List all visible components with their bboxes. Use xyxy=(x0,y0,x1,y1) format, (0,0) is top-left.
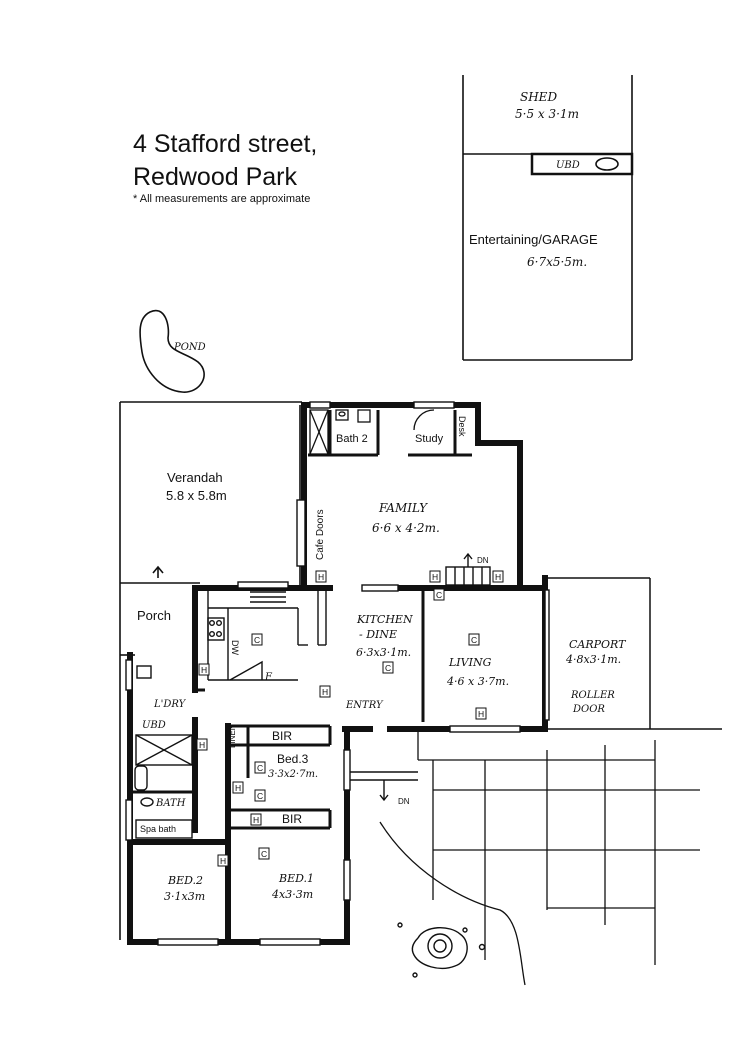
verandah-label: Verandah xyxy=(167,470,223,485)
cupboard-c6: C xyxy=(257,791,263,801)
heater-h5: H xyxy=(322,687,328,697)
study-label: Study xyxy=(415,433,444,445)
family-size: 6·6 x 4·2m. xyxy=(372,521,440,535)
door-label: DOOR xyxy=(572,704,605,715)
heater-h4: H xyxy=(201,665,207,675)
ubd-top-label: UBD xyxy=(556,160,580,171)
porch-label: Porch xyxy=(137,608,171,623)
garage-label: Entertaining/GARAGE xyxy=(469,232,598,247)
bath2-label: Bath 2 xyxy=(336,433,368,445)
living-size: 4·6 x 3·7m. xyxy=(446,675,509,688)
shed-garage-outline xyxy=(462,75,634,361)
entry-label: ENTRY xyxy=(345,700,384,711)
laundry-label: L'DRY xyxy=(153,699,187,710)
pond-label: POND xyxy=(173,342,206,353)
kitchen-label: KITCHEN xyxy=(356,613,413,626)
cafe-doors-label: Cafe Doors xyxy=(315,509,326,560)
linen-label: LINEN xyxy=(228,724,237,748)
dishwasher-label: DW xyxy=(230,640,240,655)
kitchen-bench xyxy=(207,590,327,681)
ubd-mid-label: UBD xyxy=(142,720,166,731)
bath-label: BATH xyxy=(155,798,186,809)
driveway-paving xyxy=(379,730,700,986)
shed-size: 5·5 x 3·1m xyxy=(515,107,579,121)
cupboard-c4: C xyxy=(385,663,391,673)
garden-shrub xyxy=(397,922,486,978)
fridge-label: F xyxy=(264,672,273,683)
heater-h8: H xyxy=(253,815,259,825)
interior-walls xyxy=(130,410,472,830)
bed3-size: 3·3x2·7m. xyxy=(268,769,318,780)
bed2-size: 3·1x3m xyxy=(164,890,205,903)
cupboard-c1: C xyxy=(436,590,442,600)
cupboard-c3: C xyxy=(471,635,477,645)
spa-bath-label: Spa bath xyxy=(140,824,176,834)
dn-top-label: DN xyxy=(477,556,489,565)
bath2-fixtures xyxy=(309,409,435,455)
cupboard-symbols xyxy=(251,633,480,860)
shed-label: SHED xyxy=(520,90,557,104)
heater-h9: H xyxy=(220,856,226,866)
heater-h10: H xyxy=(235,783,241,793)
laundry-fixtures xyxy=(134,665,193,839)
bed1-label: BED.1 xyxy=(278,872,314,885)
kitchen-size: 6·3x3·1m. xyxy=(356,646,411,659)
address-line-2: Redwood Park xyxy=(133,163,297,191)
cupboard-c7: C xyxy=(261,849,267,859)
bir1-label: BIR xyxy=(272,729,292,743)
stairs xyxy=(350,552,491,802)
cupboard-c2: C xyxy=(254,635,260,645)
heater-h6: H xyxy=(478,709,484,719)
dn-bottom-label: DN xyxy=(398,797,410,806)
heater-h2: H xyxy=(432,572,438,582)
verandah-size: 5.8 x 5.8m xyxy=(166,488,227,503)
carport-label: CARPORT xyxy=(569,638,627,651)
cupboard-c5: C xyxy=(257,763,263,773)
windows xyxy=(125,401,550,946)
heater-symbols xyxy=(196,570,504,867)
house-walls xyxy=(127,402,548,945)
family-label: FAMILY xyxy=(378,501,428,515)
garage-size: 6·7x5·5m. xyxy=(527,255,587,269)
carport-outline xyxy=(548,577,722,730)
heater-h7: H xyxy=(199,740,205,750)
desk-label: Desk xyxy=(457,416,467,437)
living-label: LIVING xyxy=(448,656,492,669)
address-line-1: 4 Stafford street, xyxy=(133,130,318,158)
measurement-note: * All measurements are approximate xyxy=(133,193,311,205)
bir2-label: BIR xyxy=(282,812,302,826)
heater-h3: H xyxy=(495,572,501,582)
dine-label: - DINE xyxy=(359,628,397,641)
roller-label: ROLLER xyxy=(570,690,615,701)
heater-h1: H xyxy=(318,572,324,582)
carport-size: 4·8x3·1m. xyxy=(565,653,621,666)
bed1-size: 4x3·3m xyxy=(271,888,313,901)
bed3-label: Bed.3 xyxy=(277,752,309,766)
bed2-label: BED.2 xyxy=(167,874,203,887)
pond-outline xyxy=(139,309,205,393)
